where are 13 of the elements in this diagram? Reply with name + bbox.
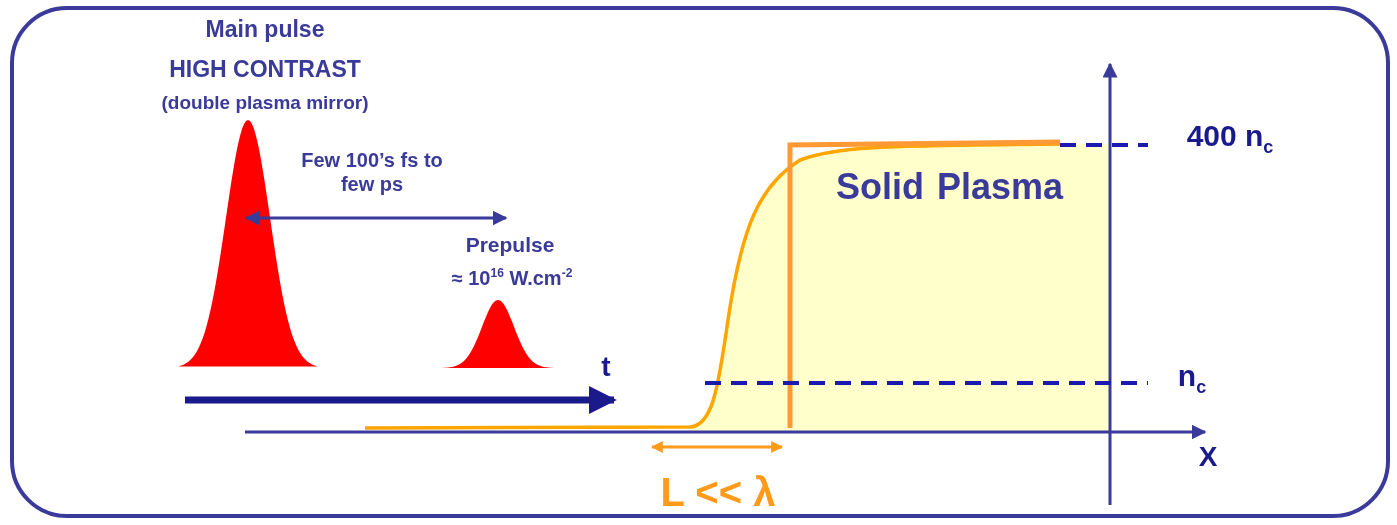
- label: Few 100’s fs to few ps: [300, 148, 444, 196]
- label: n$_{c}$: [1177, 358, 1207, 399]
- label: t: [601, 350, 611, 384]
- label: HIGH CONTRAST: [169, 56, 361, 84]
- label: 400 n$_{c}$: [1186, 118, 1274, 159]
- label: (double plasma mirror): [161, 92, 369, 115]
- label: Main pulse: [205, 16, 325, 44]
- label: L << λ: [660, 469, 776, 516]
- label: Plasma: [936, 165, 1064, 209]
- label: ≈ 10$^{16}$ W.cm$^{-2}$: [451, 266, 573, 290]
- label: Solid: [836, 165, 924, 209]
- label: X: [1198, 440, 1218, 474]
- label: Prepulse: [465, 232, 555, 258]
